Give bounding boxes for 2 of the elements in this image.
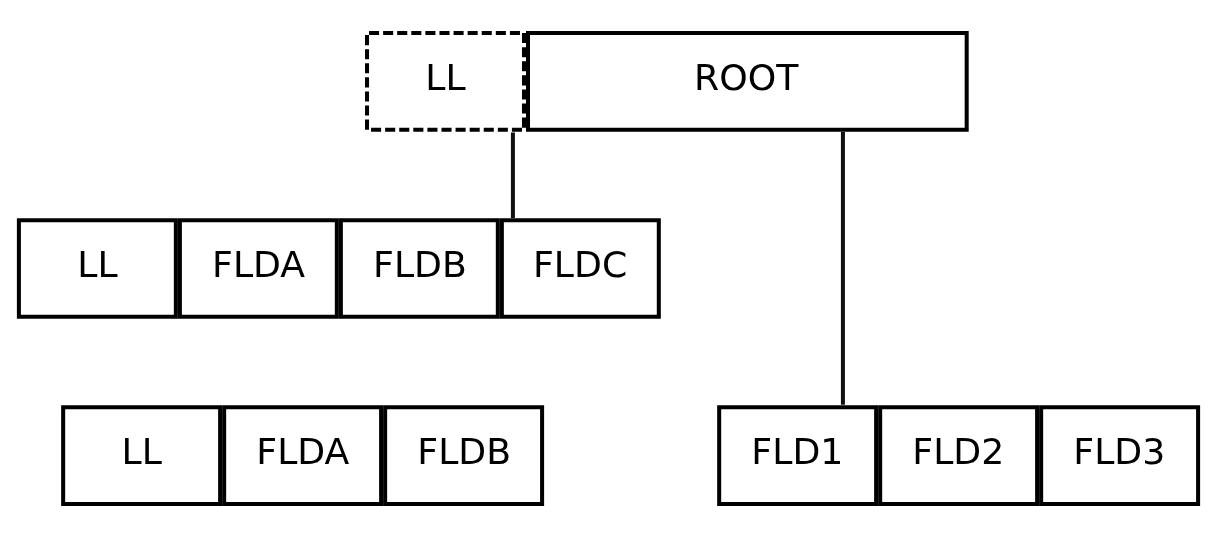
connector [840, 131, 845, 405]
connector [510, 132, 515, 218]
